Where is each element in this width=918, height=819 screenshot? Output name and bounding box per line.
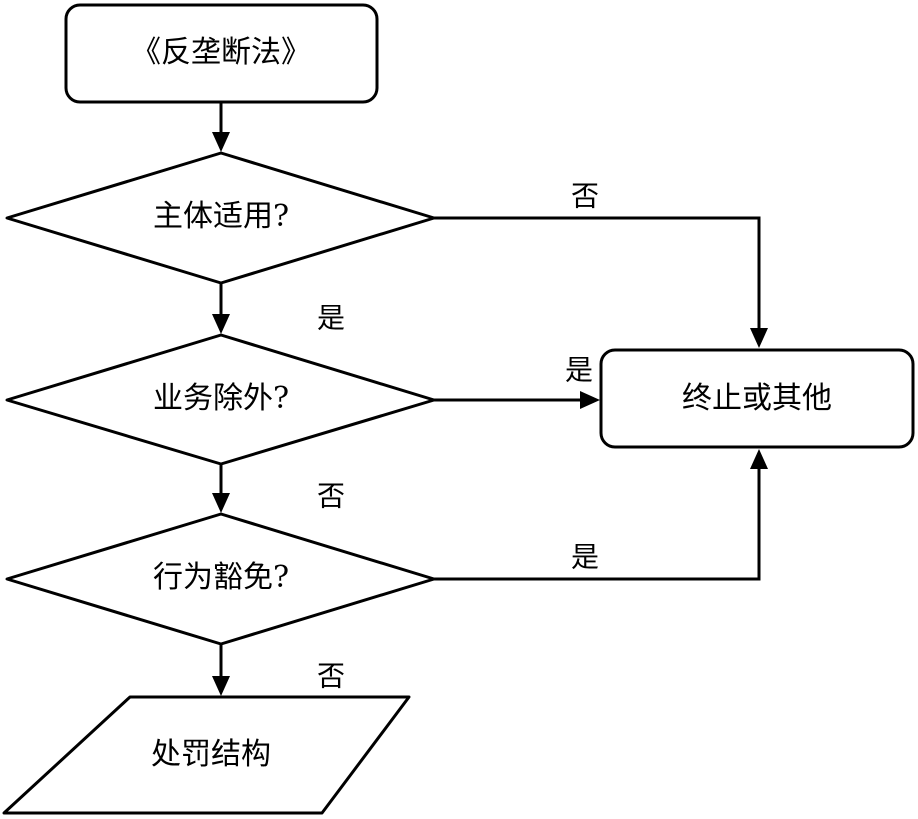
edge-label-no: 否 (571, 180, 599, 213)
arrowhead (212, 493, 230, 513)
edge-start-to-subject (212, 102, 230, 152)
edge-label-yes: 是 (565, 354, 593, 387)
start-label: 《反垄断法》 (131, 35, 311, 70)
arrowhead (212, 314, 230, 334)
penalty-structure-parallelogram (2, 695, 411, 815)
edge-label-no: 否 (317, 480, 345, 513)
arrowhead (212, 676, 230, 696)
edge-label-no: 否 (317, 660, 345, 693)
edge-conduct-to-penalty: 否 (212, 644, 345, 696)
edge-line (434, 467, 761, 581)
arrowhead (580, 391, 600, 409)
node-business-exclusion: 业务除外? (5, 333, 436, 466)
subject-applicable-label: 主体适用? (153, 199, 289, 234)
edge-business-to-conduct: 否 (212, 464, 345, 513)
node-start: 《反垄断法》 (64, 3, 379, 104)
penalty-structure-label: 处罚结构 (151, 737, 271, 772)
edge-line (434, 216, 761, 330)
business-exclusion-label: 业务除外? (153, 381, 289, 416)
node-penalty-structure: 处罚结构 (2, 695, 411, 815)
edge-label-yes: 是 (571, 541, 599, 574)
edge-label-yes: 是 (317, 302, 345, 335)
node-subject-applicable: 主体适用? (5, 151, 436, 285)
terminate-or-other-label: 终止或其他 (682, 381, 832, 416)
edge-conduct-to-terminate: 是 (434, 449, 768, 581)
edge-subject-to-terminate: 否 (434, 180, 768, 348)
arrowhead (750, 328, 768, 348)
arrowhead (212, 132, 230, 152)
arrowhead (750, 449, 768, 469)
node-terminate-or-other: 终止或其他 (599, 348, 915, 449)
terminate-or-other-box (599, 348, 915, 449)
conduct-exemption-label: 行为豁免? (153, 560, 289, 595)
edge-subject-to-business: 是 (212, 283, 345, 335)
edge-business-to-terminate: 是 (434, 354, 600, 409)
node-conduct-exemption: 行为豁免? (5, 512, 436, 646)
